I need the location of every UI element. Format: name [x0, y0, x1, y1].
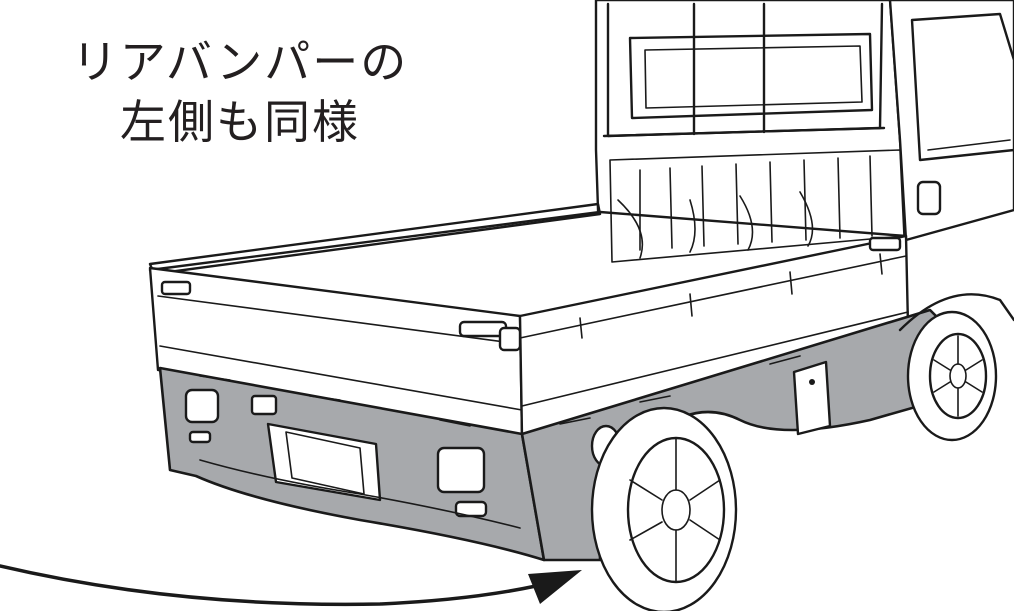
rear-wheel [590, 406, 738, 611]
curved-arrow-icon [0, 564, 582, 607]
rear-bumper [158, 308, 952, 562]
door-handle [916, 180, 942, 216]
caption-line-1: リアバンパーの [71, 35, 409, 89]
cab-rear-window [628, 32, 874, 120]
caption-line-2: 左側も同様 [120, 95, 360, 149]
cab-side-window [910, 12, 1014, 162]
tailgate [148, 266, 524, 438]
side-panel-lid [792, 360, 832, 436]
left-taillight [184, 388, 220, 424]
side-gate [518, 234, 910, 438]
front-wheel [898, 293, 1014, 442]
instruction-caption: リアバンパーの 左側も同様 [30, 32, 450, 152]
truck-cab [594, 0, 1014, 270]
right-taillight [436, 446, 486, 494]
license-plate-recess [266, 422, 382, 502]
